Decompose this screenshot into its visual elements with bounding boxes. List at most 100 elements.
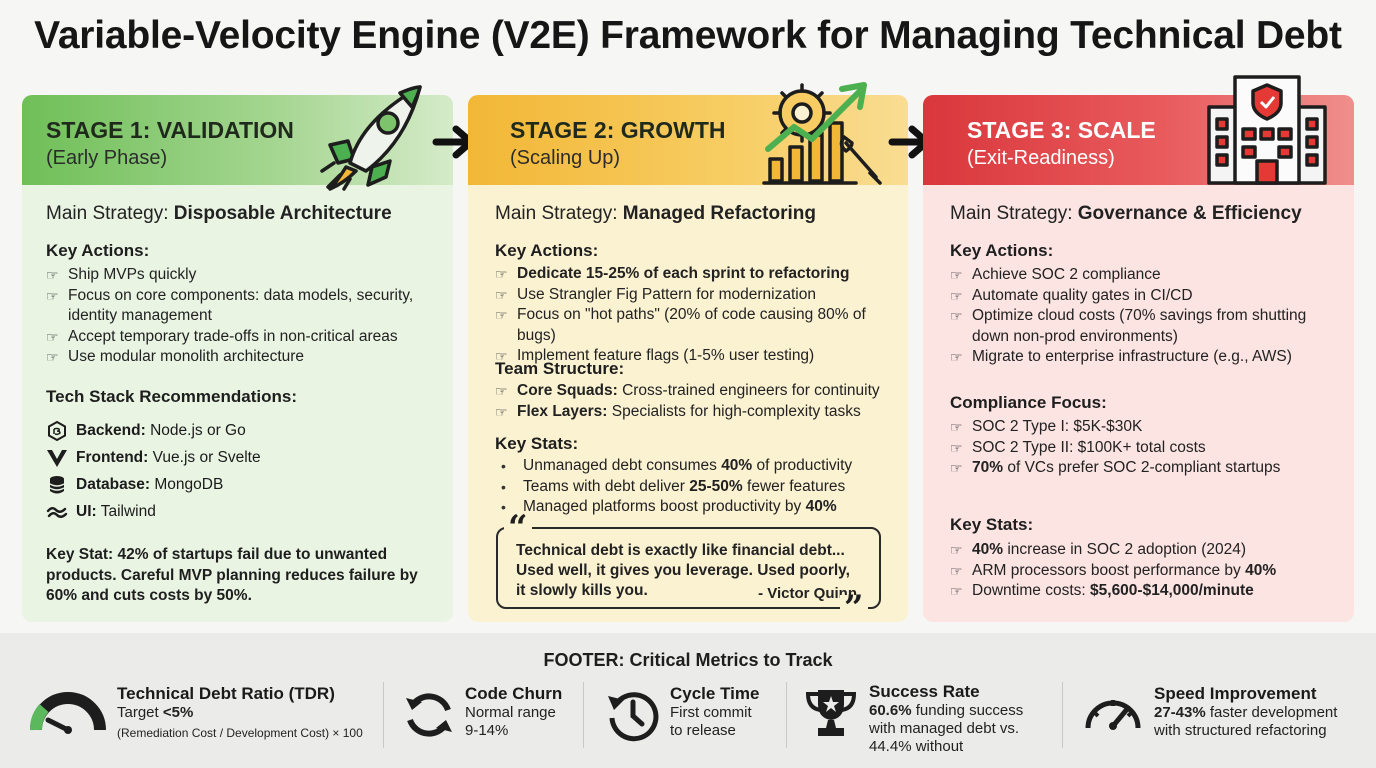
list-item: ☞SOC 2 Type I: $5K-$30K (950, 417, 1340, 438)
list-item: ☞Use Strangler Fig Pattern for moderniza… (495, 285, 900, 306)
metric-name: Technical Debt Ratio (TDR) (117, 684, 335, 703)
metric-label: Normal range (465, 704, 556, 721)
pointing-hand-icon: ☞ (950, 419, 963, 435)
metric-formula: (Remediation Cost / Development Cost) × … (117, 726, 363, 740)
metric-label: 44.4% without (869, 738, 964, 755)
metric-name: Speed Improvement (1154, 684, 1317, 703)
metric-value: 27-43% faster development (1154, 704, 1338, 721)
pointing-hand-icon: ☞ (950, 460, 963, 476)
stage2-stats-title: Key Stats: (495, 434, 579, 453)
metric-speed-improvement: Speed Improvement 27-43% faster developm… (1154, 684, 1337, 740)
list-item: ☞SOC 2 Type II: $100K+ total costs (950, 438, 1340, 459)
stage1-title: STAGE 1: VALIDATION (46, 117, 294, 143)
pointing-hand-icon: ☞ (46, 349, 59, 365)
metric-label: First commit (670, 704, 752, 721)
list-item: ☞Core Squads: Cross-trained engineers fo… (495, 381, 900, 402)
stage2-title: STAGE 2: GROWTH (510, 117, 726, 143)
metric-label: with managed debt vs. (869, 720, 1020, 737)
list-item: ☞Optimize cloud costs (70% savings from … (950, 307, 1307, 345)
pointing-hand-icon: ☞ (46, 287, 59, 304)
pointing-hand-icon: ☞ (950, 583, 963, 599)
growth-chart-icon (762, 82, 882, 185)
list-item: ☞Achieve SOC 2 compliance (950, 265, 1340, 286)
stage3-phase: (Exit-Readiness) (967, 147, 1115, 169)
stage3-panel: STAGE 3: SCALE (Exit-Readiness) Main Str… (923, 75, 1354, 622)
vue-icon (47, 450, 67, 467)
metric-code-churn: Code Churn Normal range 9-14% (465, 684, 562, 740)
nodejs-icon (48, 420, 66, 442)
speedometer-icon (1085, 700, 1141, 730)
stage2-phase: (Scaling Up) (510, 147, 621, 169)
list-item: ☞Ship MVPs quickly (46, 265, 436, 286)
stage3-title: STAGE 3: SCALE (967, 117, 1156, 143)
stage3-actions-title: Key Actions: (950, 241, 1054, 260)
trophy-icon (805, 690, 857, 736)
stage2-team-list: ☞Core Squads: Cross-trained engineers fo… (495, 381, 900, 422)
metric-name: Success Rate (869, 682, 980, 701)
list-item: ☞Dedicate 15-25% of each sprint to refac… (495, 264, 900, 285)
list-item: ☞Focus on "hot paths" (20% of code causi… (495, 306, 866, 344)
divider (1062, 682, 1063, 748)
pointing-hand-icon: ☞ (495, 348, 508, 364)
list-item: ☞Flex Layers: Specialists for high-compl… (495, 402, 900, 423)
pointing-hand-icon: ☞ (950, 439, 963, 456)
pointing-hand-icon: ☞ (950, 542, 963, 558)
pointing-hand-icon: ☞ (950, 562, 963, 579)
list-item: ☞Migrate to enterprise infrastructure (e… (950, 347, 1340, 368)
rocket-icon (320, 85, 422, 191)
footer-title: FOOTER: Critical Metrics to Track (543, 650, 833, 670)
stage2-panel: STAGE 2: GROWTH (Scaling Up) Main Strate… (468, 82, 908, 625)
list-item: ☞40% increase in SOC 2 adoption (2024) (950, 540, 1340, 561)
stage1-phase: (Early Phase) (46, 147, 168, 169)
pointing-hand-icon: ☞ (495, 307, 508, 323)
metric-success-rate: Success Rate 60.6% funding success with … (869, 682, 1023, 756)
metric-tdr: Technical Debt Ratio (TDR) Target <5% (R… (117, 684, 363, 740)
stage3-compliance-title: Compliance Focus: (950, 393, 1107, 412)
stage1-actions-list: ☞Ship MVPs quickly ☞Focus on core compon… (46, 265, 436, 368)
list-item: ☞Accept temporary trade-offs in non-crit… (46, 327, 436, 348)
stage1-key-stat: Key Stat: 42% of startups fail due to un… (46, 546, 418, 604)
stage1-strategy: Main Strategy: Disposable Architecture (46, 203, 392, 224)
list-item: ☞Focus on core components: data models, … (46, 286, 414, 325)
enterprise-building-icon (1207, 75, 1327, 185)
stage2-actions-list: ☞Dedicate 15-25% of each sprint to refac… (495, 264, 900, 367)
stage3-stats-list: ☞40% increase in SOC 2 adoption (2024) ☞… (950, 540, 1340, 602)
metric-value: 9-14% (465, 722, 509, 739)
metric-value: 60.6% funding success (869, 702, 1024, 719)
metric-label: with structured refactoring (1154, 722, 1327, 739)
quote-text: Technical debt is exactly like financial… (516, 542, 850, 599)
divider (583, 682, 584, 748)
stage3-compliance-list: ☞SOC 2 Type I: $5K-$30K ☞SOC 2 Type II: … (950, 417, 1340, 479)
list-item: •Managed platforms boost productivity by… (501, 497, 901, 518)
stage1-tech-title: Tech Stack Recommendations: (46, 387, 297, 406)
pointing-hand-icon: ☞ (495, 266, 508, 282)
stage2-stats-list: •Unmanaged debt consumes 40% of producti… (501, 456, 901, 518)
pointing-hand-icon: ☞ (950, 267, 963, 283)
pointing-hand-icon: ☞ (46, 267, 59, 283)
list-item: •Unmanaged debt consumes 40% of producti… (501, 456, 901, 477)
pointing-hand-icon: ☞ (950, 308, 963, 324)
list-item: ☞Automate quality gates in CI/CD (950, 286, 1340, 307)
metric-cycle-time: Cycle Time First commit to release (670, 684, 759, 740)
list-item: ☞ARM processors boost performance by 40% (950, 561, 1340, 582)
list-item: •Teams with debt deliver 25-50% fewer fe… (501, 477, 901, 498)
metric-label: to release (670, 722, 736, 739)
list-item: ☞Implement feature flags (1-5% user test… (495, 346, 900, 367)
metric-target: Target <5% (117, 704, 194, 721)
stage2-strategy: Main Strategy: Managed Refactoring (495, 203, 816, 224)
tech-ui: UI: Tailwind (46, 501, 156, 523)
stage3-actions-list: ☞Achieve SOC 2 compliance ☞Automate qual… (950, 265, 1340, 368)
list-item: ☞Use modular monolith architecture (46, 347, 436, 368)
close-quote-icon: ” (840, 591, 868, 625)
list-item: ☞Downtime costs: $5,600-$14,000/minute (950, 581, 1340, 602)
divider (786, 682, 787, 748)
bullet-icon: • (501, 478, 506, 495)
pointing-hand-icon: ☞ (495, 383, 508, 399)
pointing-hand-icon: ☞ (495, 403, 508, 420)
metric-name: Code Churn (465, 684, 563, 703)
pointing-hand-icon: ☞ (950, 287, 963, 304)
bullet-icon: • (501, 499, 506, 515)
tech-database: Database: MongoDB (46, 474, 223, 496)
tech-frontend: Frontend: Vue.js or Svelte (46, 447, 261, 469)
pointing-hand-icon: ☞ (495, 286, 508, 303)
